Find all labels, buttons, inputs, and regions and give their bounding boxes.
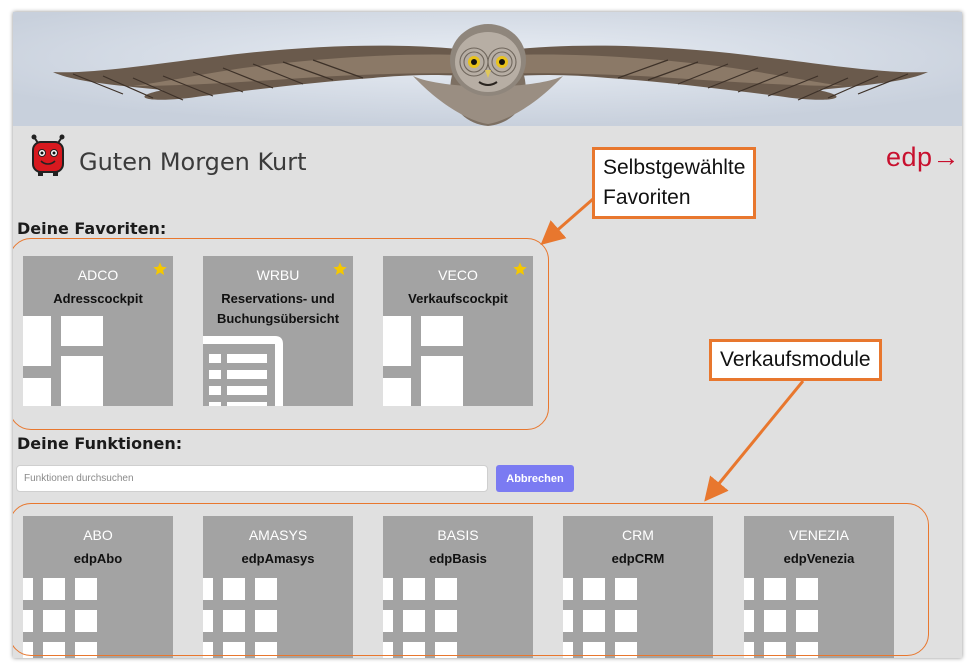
favorite-tile-veco[interactable]: VECO Verkaufscockpit xyxy=(383,256,533,406)
favorite-tile-wrbu[interactable]: WRBU Reservations- und Buchungsübersicht xyxy=(203,256,353,406)
favorites-arrow xyxy=(540,190,602,245)
module-grid-graphic xyxy=(563,578,637,658)
edp-logo: edp→ xyxy=(886,142,961,172)
cancel-button[interactable]: Abbrechen xyxy=(496,465,574,492)
tile-code: BASIS xyxy=(437,527,479,543)
tile-name: edpAbo xyxy=(73,551,123,566)
tile-code: WRBU xyxy=(256,267,300,283)
tile-code: ABO xyxy=(83,527,113,543)
function-tile-abo[interactable]: ABO edpAbo xyxy=(23,516,173,658)
red-robot-mascot-icon xyxy=(31,134,65,176)
favorites-callout-line-2: Favoriten xyxy=(603,186,691,209)
tile-name: edpVenezia xyxy=(783,551,855,566)
header-banner xyxy=(13,12,962,126)
cockpit-layout-graphic xyxy=(23,316,103,406)
module-grid-graphic xyxy=(203,578,277,658)
functions-section-title: Deine Funktionen: xyxy=(17,434,183,453)
star-icon[interactable] xyxy=(152,261,168,277)
functions-search-input[interactable] xyxy=(16,465,488,492)
tile-name: Reservations- und Buchungsübersicht xyxy=(216,291,340,326)
favorites-section-title: Deine Favoriten: xyxy=(17,219,167,238)
annotation-arrows xyxy=(540,190,805,502)
modules-arrow xyxy=(704,380,805,502)
tile-code: VECO xyxy=(438,267,478,283)
star-icon[interactable] xyxy=(332,261,348,277)
tile-code: AMASYS xyxy=(248,527,308,543)
favorites-highlight-outline xyxy=(13,238,549,430)
app-window: Guten Morgen Kurt edp→ Deine Favoriten: … xyxy=(13,12,962,658)
star-icon[interactable] xyxy=(512,261,528,277)
module-grid-graphic xyxy=(383,578,457,658)
favorites-callout: Selbstgewählte Favoriten xyxy=(592,147,757,219)
tile-name: edpBasis xyxy=(429,551,487,566)
tile-name: edpCRM xyxy=(611,551,665,566)
booking-list-graphic xyxy=(203,336,283,406)
tile-name: Verkaufscockpit xyxy=(408,291,508,306)
function-tile-venezia[interactable]: VENEZIA edpVenezia xyxy=(744,516,894,658)
favorite-tile-adco[interactable]: ADCO Adresscockpit xyxy=(23,256,173,406)
function-tile-crm[interactable]: CRM edpCRM xyxy=(563,516,713,658)
owl-banner-image xyxy=(13,12,962,126)
modules-highlight-outline xyxy=(13,503,929,656)
tile-name: edpAmasys xyxy=(241,551,315,566)
favorites-callout-line-1: Selbstgewählte xyxy=(603,156,746,179)
function-tile-basis[interactable]: BASIS edpBasis xyxy=(383,516,533,658)
tile-code: ADCO xyxy=(77,267,119,283)
greeting-text: Guten Morgen Kurt xyxy=(79,148,307,176)
function-tile-amasys[interactable]: AMASYS edpAmasys xyxy=(203,516,353,658)
module-grid-graphic xyxy=(744,578,818,658)
cockpit-layout-graphic xyxy=(383,316,463,406)
tile-code: CRM xyxy=(622,527,654,543)
tile-code: VENEZIA xyxy=(789,527,849,543)
modules-callout: Verkaufsmodule xyxy=(709,339,882,381)
tile-name: Adresscockpit xyxy=(53,291,143,306)
